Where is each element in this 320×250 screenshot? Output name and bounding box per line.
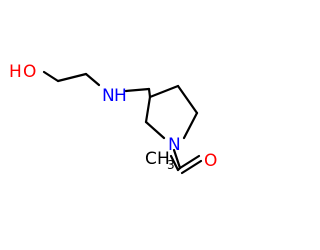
bond-carbonyl-c-methyl-long xyxy=(169,154,180,172)
label-layer: H O N H N O C H 3 xyxy=(9,62,217,172)
chemical-structure: H O N H N O C H 3 xyxy=(9,62,217,175)
bond-layer xyxy=(42,70,203,175)
methyl-h-label: H xyxy=(157,149,170,169)
bond-ring-c5-n xyxy=(182,111,199,140)
bond-ring-n-c2 xyxy=(144,120,166,140)
methyl-subscript-label: 3 xyxy=(167,158,175,172)
ring-n-label: N xyxy=(168,135,181,155)
bond-ch2-ch2 xyxy=(56,72,88,83)
bond-nh-ch2 xyxy=(124,87,151,93)
bond-ring-c2-c3 xyxy=(144,95,152,124)
amine-h-label: H xyxy=(114,86,127,106)
amine-n-label: N xyxy=(102,86,115,106)
bond-ch2-ring-c3 xyxy=(147,87,152,99)
bond-ring-c4-c5 xyxy=(176,84,199,115)
hydroxyl-h-label: H xyxy=(9,62,22,82)
bond-ch2-nh xyxy=(84,72,101,87)
bond-n-carbonyl-c xyxy=(172,148,182,170)
bond-carbonyl-double-inner xyxy=(180,159,203,175)
carbonyl-o-label: O xyxy=(204,151,217,171)
hydroxyl-o-label: O xyxy=(23,62,36,82)
methyl-c-label: C xyxy=(145,149,157,169)
bond-o-ch2 xyxy=(42,70,60,83)
bond-carbonyl-double-outer xyxy=(178,154,201,170)
bond-ring-c3-c4 xyxy=(148,84,180,99)
